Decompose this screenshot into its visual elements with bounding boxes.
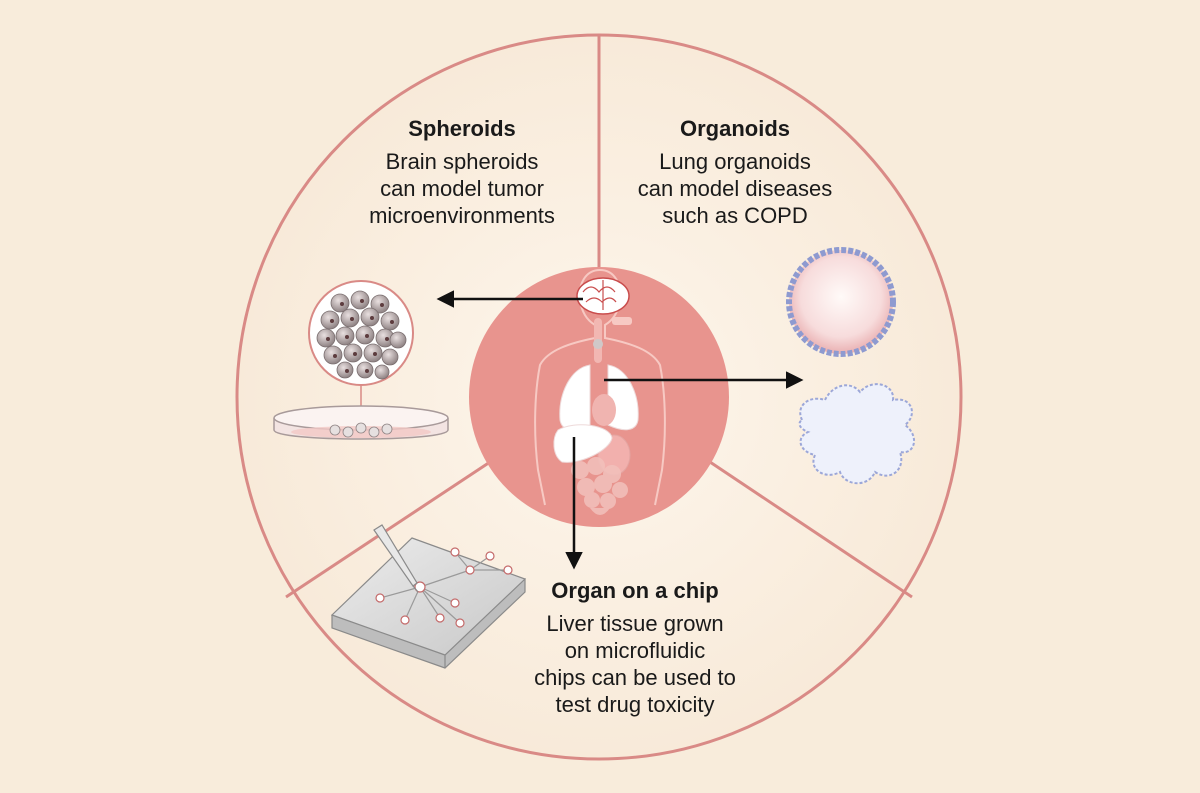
spheroids-label: Spheroids Brain spheroids can model tumo… [327,116,597,229]
spheroids-desc-line-3: microenvironments [369,203,555,228]
chip-label: Organ on a chip Liver tissue grown on mi… [500,578,770,718]
cell-cluster-icon [308,280,414,386]
organoids-desc-line-1: Lung organoids [659,149,811,174]
organoid-sphere-icon [786,247,896,357]
organoids-label: Organoids Lung organoids can model disea… [600,116,870,229]
organoids-desc-line-2: can model diseases [637,176,833,201]
divider-lower-right [709,460,913,599]
intestine-icon [571,457,628,515]
chip-desc-line-1: Liver tissue grown [546,611,724,636]
organoid-blob-icon [798,383,915,485]
organoids-title: Organoids [679,116,790,141]
organoids-desc-line-3: such as COPD [662,203,808,228]
liver-icon [553,424,613,463]
heart-icon [592,394,616,426]
chip-desc-line-4: test drug toxicity [555,692,715,717]
divider-lower-left [285,460,491,599]
spheroids-desc-line-1: Brain spheroids [385,149,539,174]
pipette-icon [373,524,419,593]
chip-desc-line-3: chips can be used to [534,665,736,690]
chip-title: Organ on a chip [551,578,719,603]
spheroids-desc-line-2: can model tumor [380,176,544,201]
brain-icon [576,277,630,315]
chip-desc-line-2: on microfluidic [564,638,706,663]
petri-dish-icon [273,405,449,440]
larynx-icon [593,339,603,349]
spheroids-title: Spheroids [408,116,516,141]
microfluidic-chip-icon [330,537,527,669]
